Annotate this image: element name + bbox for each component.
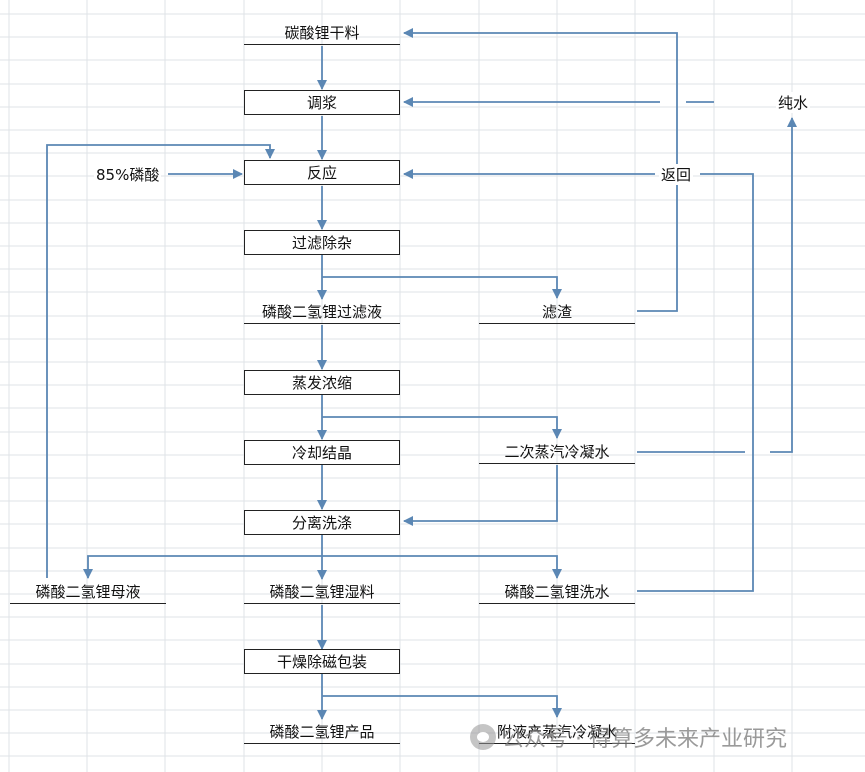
node-cooling-crystallization: 冷却结晶 bbox=[244, 440, 400, 465]
node-drying-packaging: 干燥除磁包装 bbox=[244, 649, 400, 674]
node-filter-residue: 滤渣 bbox=[479, 299, 635, 324]
node-evaporation: 蒸发浓缩 bbox=[244, 370, 400, 395]
node-filter-impurity: 过滤除杂 bbox=[244, 230, 400, 255]
node-slurry: 调浆 bbox=[244, 90, 400, 115]
arrow-drying-to-byproduct bbox=[322, 695, 562, 718]
label-phosphoric-acid: 85%磷酸 bbox=[94, 164, 162, 185]
node-secondary-condensate: 二次蒸汽冷凝水 bbox=[479, 439, 635, 464]
node-wet-material: 磷酸二氢锂湿料 bbox=[244, 579, 400, 604]
node-product: 磷酸二氢锂产品 bbox=[244, 719, 400, 744]
watermark: 公众号 · 得算多未来产业研究 bbox=[470, 722, 787, 752]
arrow-mother-liquor-return bbox=[46, 144, 275, 578]
arrow-condensate-to-separation bbox=[403, 465, 558, 526]
node-wash-water: 磷酸二氢锂洗水 bbox=[479, 579, 635, 604]
arrow-evaporation-to-condensate bbox=[322, 416, 562, 439]
arrow-condensate-to-pure-water bbox=[770, 117, 797, 453]
node-mother-liquor: 磷酸二氢锂母液 bbox=[10, 579, 166, 604]
wechat-icon bbox=[470, 724, 496, 750]
label-pure-water: 纯水 bbox=[776, 92, 811, 113]
arrow-filter-to-residue bbox=[322, 276, 562, 299]
arrow-wash-water-return bbox=[637, 173, 754, 592]
node-byproduct-condensate: 附液产蒸汽冷凝水 bbox=[479, 719, 635, 744]
arrow-residue-return bbox=[403, 28, 678, 312]
watermark-text: 公众号 · 得算多未来产业研究 bbox=[502, 727, 787, 752]
node-lithium-carbonate-dry: 碳酸锂干料 bbox=[244, 20, 400, 45]
arrow-separation-to-wash-water bbox=[322, 555, 562, 579]
node-reaction: 反应 bbox=[244, 160, 400, 185]
label-return: 返回 bbox=[659, 164, 694, 185]
node-separation-washing: 分离洗涤 bbox=[244, 510, 400, 535]
node-filtrate: 磷酸二氢锂过滤液 bbox=[244, 299, 400, 324]
arrow-separation-to-mother-liquor bbox=[83, 555, 322, 579]
